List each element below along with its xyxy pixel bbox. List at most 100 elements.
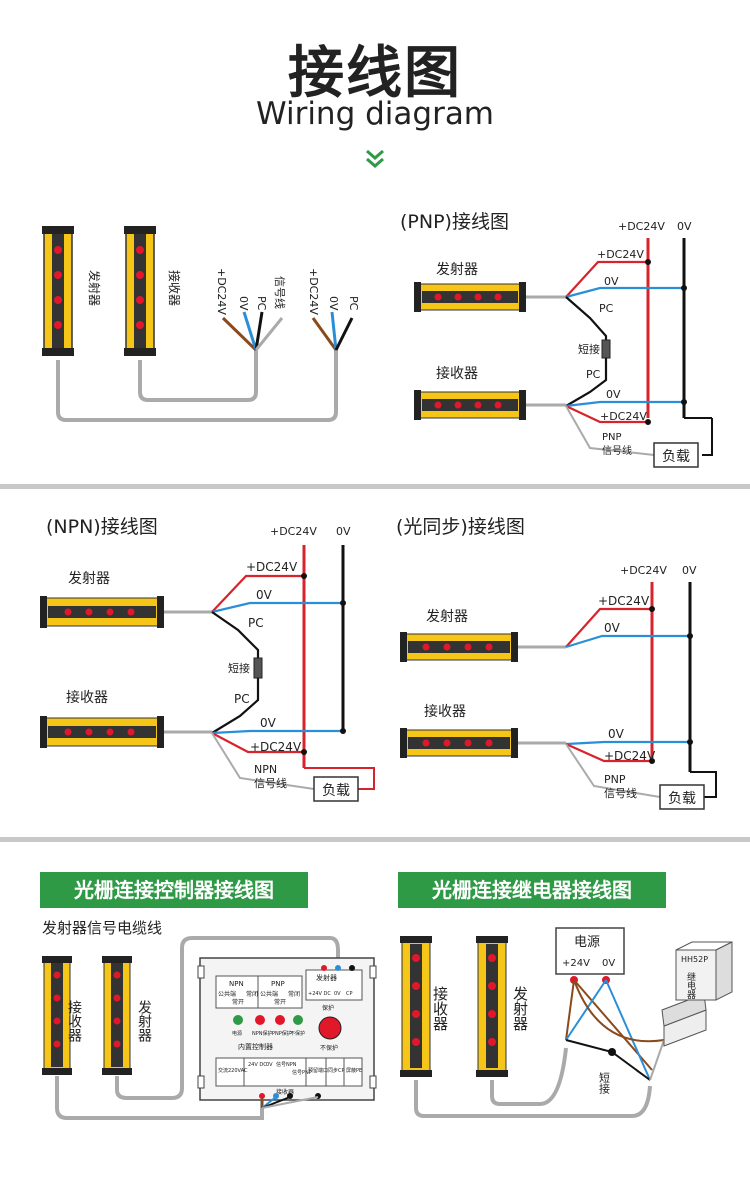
wire-label: +DC24V [250,740,302,754]
relay-name: 继电器 [685,971,696,999]
emitter-label: 发射器 [136,1000,152,1042]
led-label: 不保护 [290,1030,305,1037]
relay-banner: 光栅连接继电器接线图 [398,872,666,908]
emitter-sensor [42,226,74,356]
led-label: PNP保护 [272,1030,292,1037]
bottom-cell: 同步CP [328,1068,345,1074]
pnp-led [275,1015,285,1025]
bottom-cell: 信号PNP [292,1069,312,1076]
npn-title: (NPN)接线图 [46,516,158,538]
short-label: 短接 [228,661,250,675]
protect-button-icon [318,1016,342,1040]
emitter-sensor [414,282,566,312]
wire-label: +DC24V [246,560,298,574]
cable-label: 发射器信号电缆线 [42,919,162,937]
signal-label: PNP [604,773,626,786]
psu-plus: +24V [562,958,590,969]
emitter-label: 发射器 [87,270,102,306]
bus-zero-label: 0V [336,525,351,538]
wire-label: +DC24V [600,410,647,423]
npn-diagram: (NPN)接线图 +DC24V 0V 发射器 +DC24V 0V PC 短接 P… [40,516,375,802]
pnp-diagram: (PNP)接线图 +DC24V 0V 发射器 +DC24V 0V PC [400,211,713,468]
signal-label: PNP [602,432,622,443]
led-label: 电源 [232,1030,242,1037]
section-divider [0,837,750,842]
wire-label: 信号线 [273,276,287,309]
wire-label: 0V [256,588,273,602]
optical-title: (光同步)接线图 [396,516,525,538]
relay-diagram: 接收器 发射器 电源 +24V 0V 短接 [400,927,733,1118]
wire-label: +DC24V [597,248,644,261]
col-label: 公共端 [218,990,236,998]
wire-label: PC [248,616,264,630]
wire-label: 0V [606,388,621,401]
wire-label: 0V [260,716,277,730]
bus-plus-label: +DC24V [618,220,665,233]
npn-head: NPN [229,980,244,988]
wire-label: 0V [327,296,340,311]
wire-label: PC [586,368,601,381]
wire-label: +DC24V [604,749,656,763]
psu-title: 电源 [574,935,600,950]
emitter-head: 发射器 [316,973,337,982]
wire-label: PC [255,296,268,311]
no-protect-led [293,1015,303,1025]
no-protect-label: 不保护 [320,1044,338,1052]
power-led [233,1015,243,1025]
bus-plus-label: +DC24V [620,564,667,577]
pnp-title: (PNP)接线图 [400,211,509,233]
receiver-sensor [400,936,432,1077]
emitter-col: CP [346,991,353,997]
pnp-head: PNP [271,980,285,988]
load-box: 负载 [322,783,350,799]
col-label: 常闭 [288,990,300,998]
short-label: 短接 [598,1071,611,1095]
bottom-cell: 24V DC [248,1062,267,1068]
emitter-label: 发射器 [511,986,529,1031]
receiver-label: 接收器 [431,986,449,1031]
bus-zero-label: 0V [682,564,697,577]
cable [56,350,338,422]
relay-module: HH52P 继电器 [661,941,733,1047]
wire-label: PC [347,296,360,311]
col-label: 常开 [274,998,286,1006]
bottom-cell: 信号NPN [276,1061,297,1068]
section-divider [0,484,750,489]
receiver-label: 接收器 [66,999,82,1042]
bus-zero-label: 0V [677,220,692,233]
receiver-sensor [42,956,72,1075]
col-label: 公共端 [260,990,278,998]
wire-label: PC [599,302,614,315]
page-title: 接线图 [288,41,462,106]
emitter-label: 发射器 [68,571,110,587]
emitter-col: +24V DC [308,991,331,997]
receiver-sensor [124,226,156,356]
wire-label: PC [234,692,250,706]
bottom-cell: 预留端口 [308,1067,328,1074]
chevron-down-icon [366,149,384,168]
optical-sync-diagram: (光同步)接线图 +DC24V 0V 发射器 +DC24V 0V [396,516,717,810]
bottom-cell: 0V [266,1062,273,1068]
receiver-foot: 接收器 [276,1088,294,1096]
led-label: NPN保护 [252,1030,273,1037]
bottom-cell: 交流220VAC [218,1067,248,1074]
load-box: 负载 [668,791,696,807]
power-supply [555,927,625,975]
wire-label: 0V [608,727,625,741]
col-label: 常开 [232,998,244,1006]
npn-led [255,1015,265,1025]
bottom-cell: 屏蔽PE [346,1067,362,1074]
controller-banner: 光栅连接控制器接线图 [40,872,308,908]
signal-label: NPN [254,763,277,776]
receiver-sensor [414,390,566,420]
emitter-sensor [476,936,508,1077]
bus-plus-label: +DC24V [270,525,317,538]
receiver-label: 接收器 [66,689,108,706]
emitter-label: 发射器 [426,609,468,625]
receiver-label: 接收器 [436,365,478,382]
signal-label: 信号线 [604,786,637,800]
col-label: 常闭 [246,990,258,998]
wire-label: +DC24V [598,594,650,608]
emitter-sensor [40,596,212,628]
